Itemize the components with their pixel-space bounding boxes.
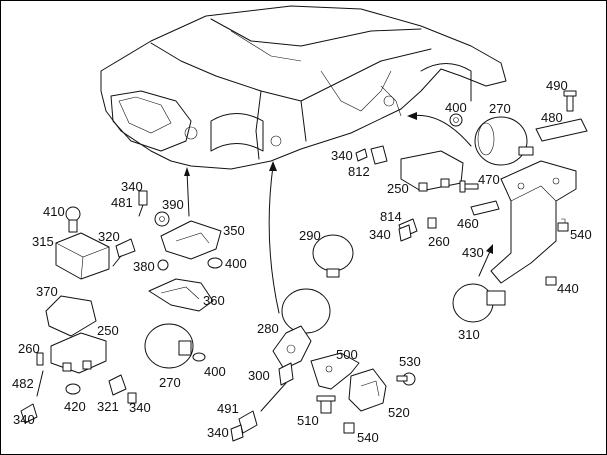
nut-400-top [449,113,463,127]
part-label-430: 430 [462,245,484,260]
bolt-490 [563,90,577,112]
connector-340-left [127,392,137,404]
part-label-340: 340 [129,400,151,415]
connector-340-top [355,148,368,162]
part-label-540: 540 [357,430,379,445]
connector-482 [20,370,44,424]
part-label-260: 260 [18,341,40,356]
screw-530 [396,372,416,386]
sensor-300 [278,362,294,386]
part-label-310: 310 [458,327,480,342]
part-label-510: 510 [297,413,319,428]
bracket-430 [490,160,577,284]
car-body-shell [100,5,507,170]
bolt-510 [316,395,336,414]
washer-420 [65,383,81,395]
part-label-440: 440 [557,281,579,296]
connector-321 [108,374,127,396]
connector-491 [238,382,287,434]
bolt-470 [459,180,479,193]
pressure-reservoir-270-left [144,323,194,369]
pressure-reservoir-270-top [474,116,534,166]
part-label-380: 380 [133,259,155,274]
part-label-260: 260 [428,234,450,249]
nut-390 [154,211,170,227]
part-label-400: 400 [445,100,467,115]
part-label-321: 321 [97,399,119,414]
part-label-481: 481 [111,195,133,210]
part-label-340: 340 [331,148,353,163]
part-label-300: 300 [248,368,270,383]
part-label-530: 530 [399,354,421,369]
valve-320 [112,238,136,267]
bracket-360 [148,278,214,312]
connector-340-mid [398,224,412,242]
part-label-520: 520 [388,405,410,420]
part-label-460: 460 [457,216,479,231]
part-label-480: 480 [541,110,563,125]
compressor-315 [55,232,110,280]
part-label-390: 390 [162,197,184,212]
part-label-340: 340 [369,227,391,242]
part-label-290: 290 [299,228,321,243]
sensor-260-left [36,352,44,366]
plate-480 [535,118,588,142]
bracket-520 [348,368,387,412]
pressure-reservoir-280 [272,288,331,370]
part-label-340: 340 [13,412,35,427]
part-label-340: 340 [207,425,229,440]
valve-block-250-left [50,332,107,374]
part-label-350: 350 [223,223,245,238]
cover-370 [45,295,97,337]
part-label-340: 340 [121,179,143,194]
part-label-250: 250 [387,181,409,196]
part-label-400: 400 [204,364,226,379]
bolt-440 [545,276,557,286]
valve-481 [138,190,148,217]
bolt-410 [65,206,81,233]
grommet-380 [157,259,169,271]
nut-540-bottom [343,422,355,434]
nut-400-left [192,352,206,362]
part-label-250: 250 [97,323,119,338]
part-label-280: 280 [257,321,279,336]
part-label-370: 370 [36,284,58,299]
part-label-470: 470 [478,172,500,187]
valve-block-250-top [370,145,464,192]
part-label-540: 540 [570,227,592,242]
strip-460 [470,200,500,216]
part-label-814: 814 [380,209,402,224]
part-label-482: 482 [12,376,34,391]
part-label-320: 320 [98,229,120,244]
part-label-270: 270 [489,101,511,116]
part-label-500: 500 [336,347,358,362]
pressure-reservoir-310 [452,283,506,323]
part-label-315: 315 [32,234,54,249]
connector-340-bottom [230,424,244,442]
part-label-812: 812 [348,164,370,179]
bracket-350 [160,220,222,260]
part-label-420: 420 [64,399,86,414]
part-label-410: 410 [43,204,65,219]
bolt-540-right [557,218,569,232]
bracket-500 [310,352,360,390]
part-label-400: 400 [225,256,247,271]
part-label-491: 491 [217,401,239,416]
pressure-reservoir-290 [312,234,354,278]
part-label-490: 490 [546,78,568,93]
part-label-360: 360 [203,293,225,308]
nut-400-mid [207,257,223,269]
part-label-270: 270 [159,375,181,390]
